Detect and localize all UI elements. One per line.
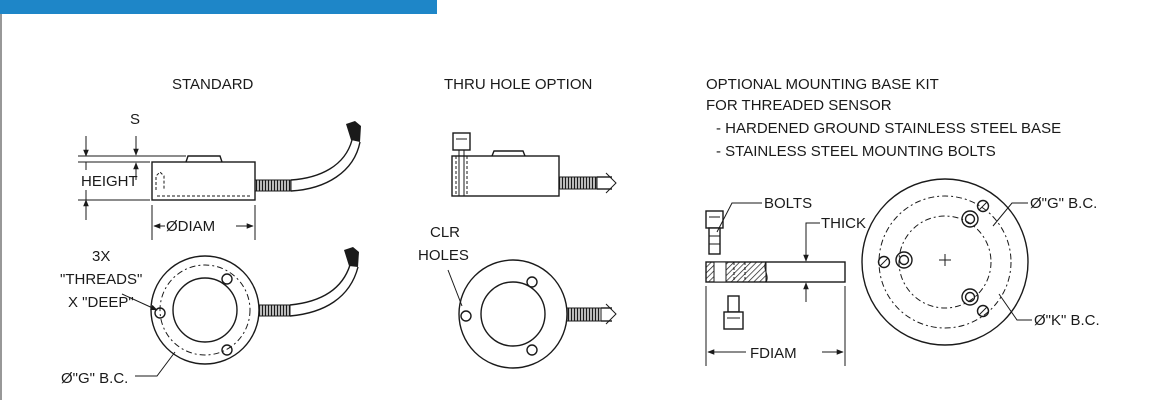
thru-hole-title: THRU HOLE OPTION [444,76,592,93]
mounting-title-line1: OPTIONAL MOUNTING BASE KIT [706,76,939,93]
mounting-title-line2: FOR THREADED SENSOR [706,97,892,114]
standard-plan-view [121,247,359,377]
thru-hole-side-view [451,132,617,197]
mounting-bullet-1: - HARDENED GROUND STAINLESS STEEL BASE [716,120,1061,137]
note-holes: HOLES [418,247,469,264]
standard-title: STANDARD [172,76,254,93]
thru-hole-view: THRU HOLE OPTION CLR [418,76,617,369]
note-deep: X "DEEP" [68,294,134,311]
dim-diam-label: ØDIAM [166,218,215,235]
label-fdiam: FDIAM [750,345,797,362]
label-g-bc: Ø"G" B.C. [1030,195,1097,212]
mounting-bullet-2: - STAINLESS STEEL MOUNTING BOLTS [716,143,996,160]
base-plan-view [861,178,1032,346]
standard-view: STANDARD S HEIGHT [60,76,361,387]
dim-s-label: S [130,111,140,128]
standard-dimensions [78,136,256,240]
dim-height-label: HEIGHT [81,173,138,190]
note-threads: "THREADS" [60,271,142,288]
note-clr: CLR [430,224,460,241]
note-bc: Ø"G" B.C. [61,370,128,387]
thru-hole-plan-view [447,259,617,369]
mounting-base-view: OPTIONAL MOUNTING BASE KIT FOR THREADED … [705,76,1100,366]
header-band [0,0,437,14]
base-side-view [705,202,846,366]
label-k-bc: Ø"K" B.C. [1034,312,1100,329]
label-thick: THICK [821,215,866,232]
note-qty: 3X [92,248,110,265]
standard-side-view [151,121,361,201]
label-bolts: BOLTS [764,195,812,212]
